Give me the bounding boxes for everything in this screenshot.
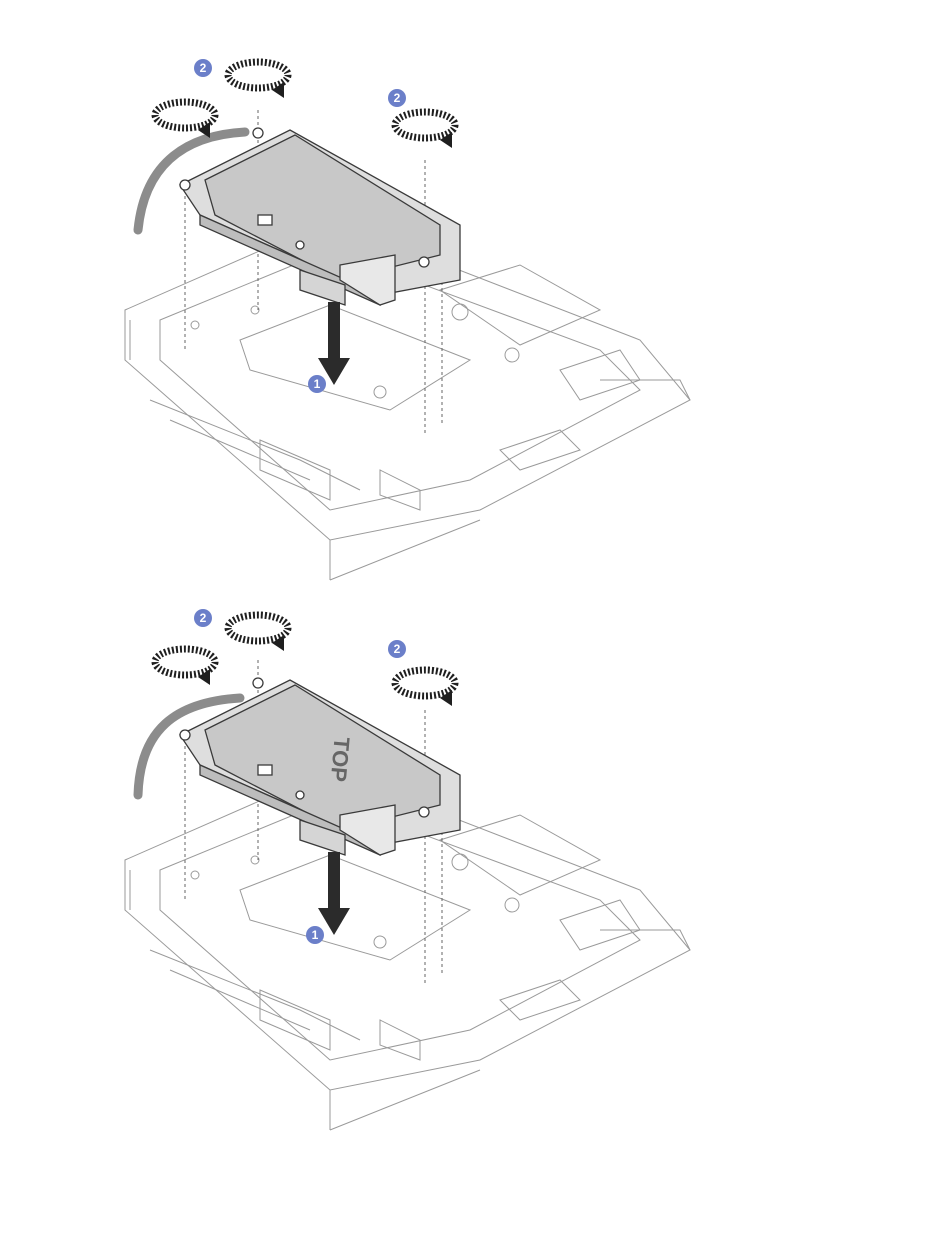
illustration-canvas: 1 2 2 bbox=[0, 40, 950, 600]
svg-text:2: 2 bbox=[200, 61, 207, 75]
svg-text:1: 1 bbox=[314, 377, 321, 391]
down-arrow bbox=[318, 302, 350, 385]
callout-step-2: 2 bbox=[388, 89, 406, 107]
callout-step-2: 2 bbox=[388, 640, 406, 658]
svg-text:1: 1 bbox=[312, 928, 319, 942]
illustration-canvas: TOP 1 2 2 bbox=[0, 590, 950, 1150]
down-arrow bbox=[318, 852, 350, 935]
drive-cage-installation-figure-1: 1 2 2 bbox=[0, 40, 950, 600]
drive-cage bbox=[180, 128, 460, 305]
rotate-arrow-icon bbox=[155, 615, 455, 696]
callout-step-2: 2 bbox=[194, 59, 212, 77]
svg-text:2: 2 bbox=[394, 642, 401, 656]
callout-step-1: 1 bbox=[308, 375, 326, 393]
drive-cage-installation-figure-2: TOP 1 2 2 bbox=[0, 590, 950, 1150]
callout-step-2: 2 bbox=[194, 609, 212, 627]
drive-cage bbox=[180, 678, 460, 855]
drive-top-label: TOP bbox=[326, 736, 355, 783]
svg-text:2: 2 bbox=[394, 91, 401, 105]
svg-text:2: 2 bbox=[200, 611, 207, 625]
callout-step-1: 1 bbox=[306, 926, 324, 944]
